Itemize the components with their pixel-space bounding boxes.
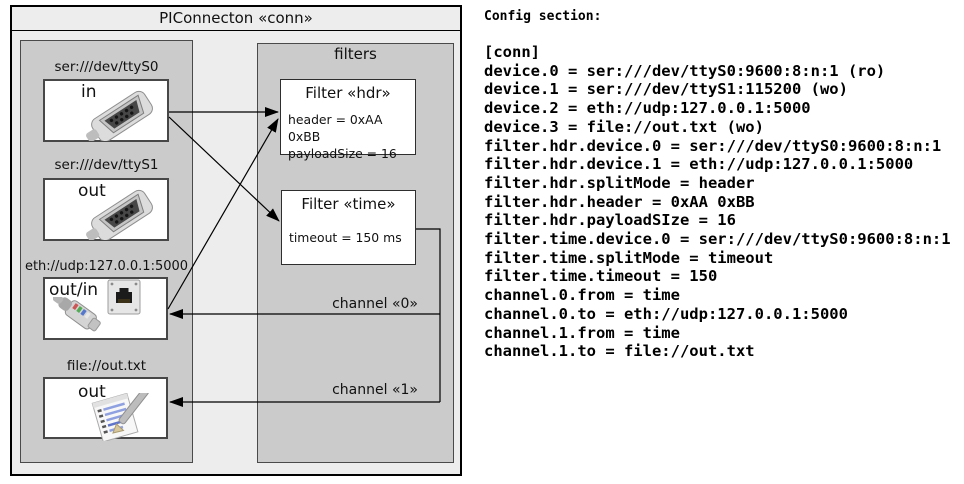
device-box-eth: out/in [43,277,168,340]
filter-property: payloadSize = 16 [288,146,397,161]
rj45-cable-photo [53,297,101,332]
device-direction-label: out [78,181,106,201]
config-text: [conn] device.0 = ser:///dev/ttyS0:9600:… [484,43,951,361]
device-url-ttys0: ser:///dev/ttyS0 [54,59,159,75]
device-url-ttys1: ser:///dev/ttyS1 [54,157,159,173]
device-url-file: file://out.txt [66,358,147,374]
filter-hdr-properties: header = 0xAA 0xBB payloadSize = 16 [288,111,415,162]
device-direction-label: out/in [49,280,99,300]
device-box-file: out [43,377,168,441]
device-direction-label: out [78,382,106,402]
channel-1-label: channel «1» [332,382,418,398]
serial-port-photo [86,189,153,240]
filter-time-title: Filter «time» [301,195,396,213]
connector-title: PIConnecton «conn» [12,7,460,31]
device-direction-label: in [81,82,97,102]
config-section-heading: Config section: [484,9,602,24]
filter-time-properties: timeout = 150 ms [289,229,415,246]
serial-port-photo [86,90,153,141]
filter-box-time: Filter «time» timeout = 150 ms [281,190,416,265]
pencil-icon [112,393,149,434]
notepad-photo [91,393,149,441]
filter-property: timeout = 150 ms [289,230,402,245]
device-url-eth: eth://udp:127.0.0.1:5000 [24,259,189,274]
ethernet-jack-photo [107,279,141,315]
filter-property: header = 0xAA 0xBB [288,112,383,144]
filter-box-hdr: Filter «hdr» header = 0xAA 0xBB payloadS… [280,79,416,161]
filter-hdr-title: Filter «hdr» [305,84,391,102]
filters-group-title: filters [334,45,377,63]
device-box-ttys0: in [43,79,169,142]
device-box-ttys1: out [43,178,169,241]
channel-0-label: channel «0» [332,296,418,312]
